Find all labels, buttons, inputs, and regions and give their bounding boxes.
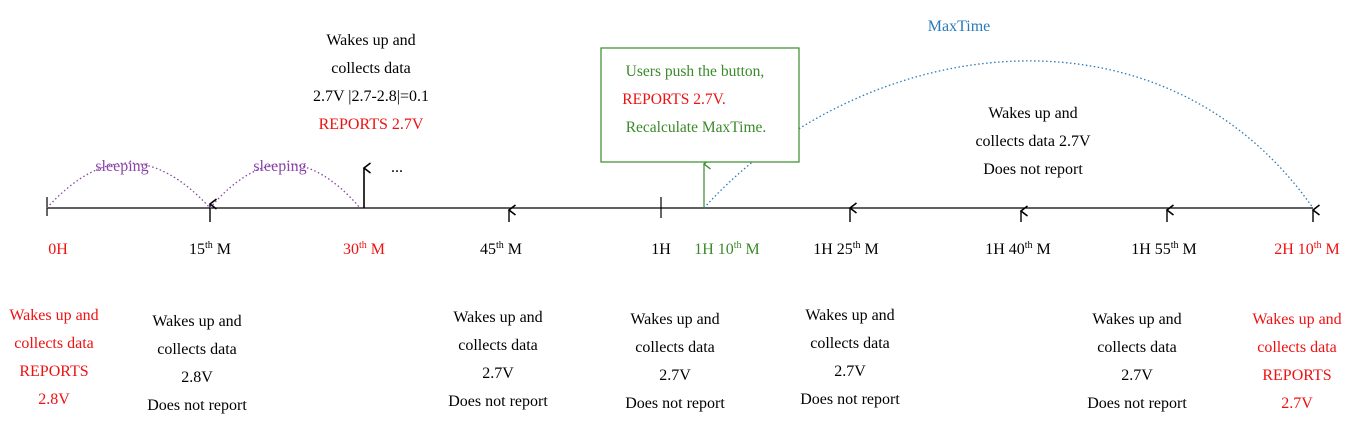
- bottom-15m-line1: Wakes up and: [152, 313, 241, 330]
- bottom-1h-line2: collects data: [635, 339, 715, 356]
- button-press-box: [600, 47, 800, 163]
- bottom-0h-line2: collects data: [14, 335, 94, 352]
- bottom-15m-line2: collects data: [157, 341, 237, 358]
- bottom-1h-line3: 2.7V: [659, 367, 691, 384]
- annotation-1h40m-line1: Wakes up and: [988, 105, 1077, 122]
- bottom-2h10m-line3: REPORTS: [1262, 367, 1331, 384]
- sleeping-label-1: sleeping: [95, 158, 148, 175]
- bottom-2h10m-line1: Wakes up and: [1252, 311, 1341, 328]
- bottom-45m-line3: 2.7V: [482, 365, 514, 382]
- bottom-1h55m-line1: Wakes up and: [1092, 311, 1181, 328]
- bottom-1h25m-line3: 2.7V: [834, 363, 866, 380]
- sleeping-label-2: sleeping: [253, 158, 306, 175]
- bottom-annotation-0h: Wakes up and collects data REPORTS 2.8V: [9, 307, 98, 408]
- annotation-30m-line1: Wakes up and: [326, 32, 415, 49]
- maxtime-label: MaxTime: [928, 18, 991, 35]
- tick-label-1h25m: 1H 25th M: [813, 240, 879, 258]
- annotation-30m-line3: 2.7V |2.7-2.8|=0.1: [313, 88, 429, 105]
- tick-label-2h10m: 2H 10th M: [1274, 240, 1340, 258]
- bottom-15m-line3: 2.8V: [181, 369, 213, 386]
- annotation-1h40m-line3: Does not report: [983, 161, 1083, 178]
- bottom-2h10m-line2: collects data: [1257, 339, 1337, 356]
- bottom-45m-line2: collects data: [458, 337, 538, 354]
- annotation-1h40m-line2: collects data 2.7V: [975, 133, 1091, 150]
- tick-label-0h: 0H: [48, 241, 68, 258]
- button-box-line1: Users push the button,: [626, 63, 765, 80]
- bottom-1h-line4: Does not report: [625, 395, 725, 412]
- annotation-30m: Wakes up and collects data 2.7V |2.7-2.8…: [313, 32, 429, 133]
- bottom-0h-line4: 2.8V: [38, 391, 70, 408]
- bottom-0h-line1: Wakes up and: [9, 307, 98, 324]
- ellipsis: ...: [391, 159, 403, 176]
- bottom-2h10m-line4: 2.7V: [1281, 395, 1313, 412]
- bottom-1h55m-line2: collects data: [1097, 339, 1177, 356]
- bottom-15m-line4: Does not report: [147, 397, 247, 414]
- sleeping-arc-2: [209, 163, 361, 209]
- bottom-1h25m-line1: Wakes up and: [805, 307, 894, 324]
- annotation-30m-line4: REPORTS 2.7V: [319, 116, 424, 133]
- tick-label-15m: 15th M: [189, 240, 231, 258]
- bottom-annotation-45m: Wakes up and collects data 2.7V Does not…: [448, 309, 548, 410]
- bottom-1h55m-line3: 2.7V: [1121, 367, 1153, 384]
- bottom-1h-line1: Wakes up and: [630, 311, 719, 328]
- tick-label-30m: 30th M: [343, 240, 385, 258]
- bottom-annotation-2h10m: Wakes up and collects data REPORTS 2.7V: [1252, 311, 1341, 412]
- tick-label-1h40m: 1H 40th M: [985, 240, 1051, 258]
- annotation-30m-line2: collects data: [331, 60, 411, 77]
- bottom-1h25m-line4: Does not report: [800, 391, 900, 408]
- bottom-annotation-1h25m: Wakes up and collects data 2.7V Does not…: [800, 307, 900, 408]
- annotation-1h40m: Wakes up and collects data 2.7V Does not…: [975, 105, 1091, 178]
- bottom-annotation-1h55m: Wakes up and collects data 2.7V Does not…: [1087, 311, 1187, 412]
- bottom-45m-line4: Does not report: [448, 393, 548, 410]
- tick-labels: 0H 15th M 30th M 45th M 1H 1H 10th M 1H …: [48, 240, 1340, 258]
- button-box-line3: Recalculate MaxTime.: [626, 119, 767, 136]
- bottom-1h25m-line2: collects data: [810, 335, 890, 352]
- tick-label-45m: 45th M: [480, 240, 522, 258]
- bottom-annotation-1h: Wakes up and collects data 2.7V Does not…: [625, 311, 725, 412]
- tick-label-1h: 1H: [651, 241, 671, 258]
- button-press-text: Users push the button, REPORTS 2.7V. Rec…: [622, 63, 766, 136]
- bottom-45m-line1: Wakes up and: [453, 309, 542, 326]
- bottom-1h55m-line4: Does not report: [1087, 395, 1187, 412]
- button-box-line2: REPORTS 2.7V.: [622, 91, 725, 108]
- bottom-0h-line3: REPORTS: [19, 363, 88, 380]
- tick-label-1h55m: 1H 55th M: [1131, 240, 1197, 258]
- bottom-annotation-15m: Wakes up and collects data 2.8V Does not…: [147, 313, 247, 414]
- tick-label-1h10m: 1H 10th M: [694, 240, 760, 258]
